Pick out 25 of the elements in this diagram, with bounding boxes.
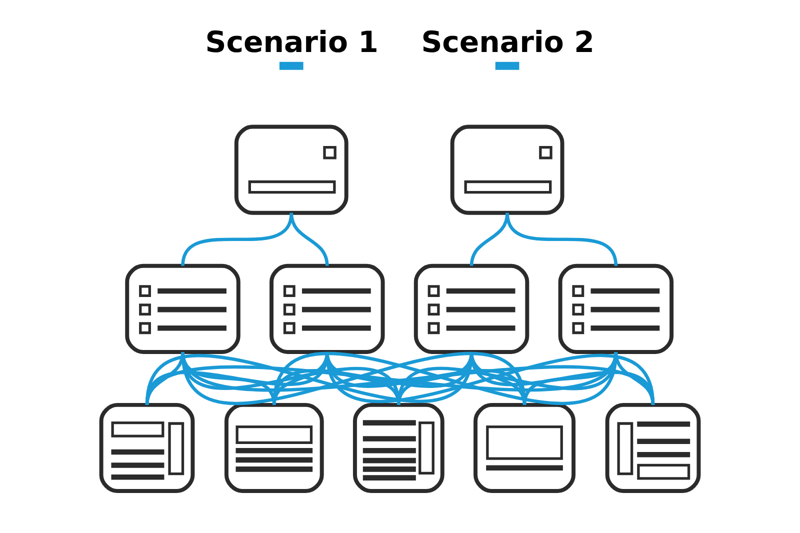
node-picture <box>605 402 701 494</box>
label: Scenario 2 <box>421 25 594 60</box>
connector <box>181 212 293 266</box>
connector <box>145 352 474 406</box>
node-picture <box>558 264 674 354</box>
connector <box>272 352 618 406</box>
connector <box>470 212 509 266</box>
label: Scenario 1 <box>205 25 378 60</box>
node-picture <box>450 124 564 215</box>
node-picture <box>352 402 444 494</box>
connector <box>290 212 329 266</box>
connector <box>614 352 655 406</box>
connector <box>470 352 655 406</box>
connector <box>181 352 526 406</box>
connector <box>326 352 655 406</box>
node-picture <box>414 264 530 354</box>
node-picture <box>125 264 240 354</box>
connector <box>506 212 618 266</box>
node-picture <box>474 402 576 494</box>
connector <box>397 352 618 406</box>
node-picture <box>234 124 348 215</box>
node-picture <box>270 264 385 354</box>
connector <box>522 352 618 406</box>
node-picture <box>224 402 324 494</box>
node-picture <box>99 402 195 494</box>
